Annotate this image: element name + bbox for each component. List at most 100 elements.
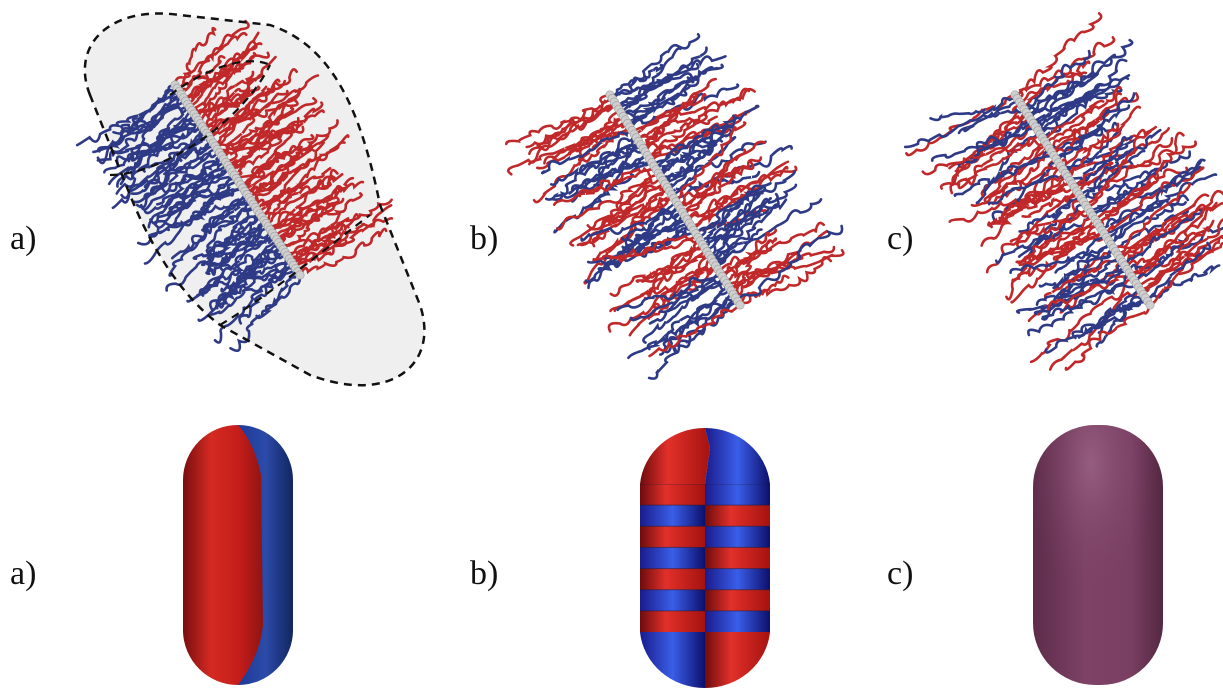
side-chain	[278, 195, 334, 246]
side-chain	[240, 134, 315, 189]
side-chain	[1144, 264, 1221, 301]
side-chain	[1003, 157, 1058, 215]
side-chain	[710, 183, 798, 261]
side-chain	[1059, 258, 1122, 295]
side-chain	[640, 115, 718, 148]
side-chain	[96, 103, 189, 165]
side-chain	[653, 126, 724, 170]
side-chain	[1043, 255, 1120, 300]
capsule-stripe	[640, 547, 705, 570]
side-chain	[903, 99, 1021, 149]
side-chain	[1015, 12, 1103, 100]
side-chain	[1097, 180, 1156, 228]
side-chain	[644, 87, 751, 155]
capsule-stripe	[640, 610, 705, 633]
side-chain	[1064, 125, 1157, 176]
side-chain	[970, 121, 1034, 160]
side-chain	[687, 160, 790, 225]
side-chain	[1044, 300, 1150, 354]
side-chain	[1018, 233, 1107, 266]
side-chain	[987, 169, 1066, 206]
side-chain	[1095, 131, 1185, 225]
side-chain	[143, 169, 233, 215]
side-chain	[264, 173, 344, 224]
side-chain	[505, 104, 619, 146]
side-chain	[1101, 158, 1206, 234]
side-chain	[215, 265, 296, 306]
side-chain	[251, 151, 300, 205]
side-chain	[641, 245, 706, 283]
side-chain	[249, 141, 314, 203]
side-chain	[262, 182, 306, 222]
capsule-stripe	[640, 505, 705, 527]
side-chain	[697, 182, 772, 240]
side-chain	[193, 51, 257, 117]
envelope-outline	[83, 12, 426, 387]
striped-bottlebrush-icon	[505, 33, 845, 380]
side-chain	[1121, 213, 1189, 266]
side-chain	[1058, 122, 1120, 167]
capsule-red-half	[183, 425, 263, 685]
side-chain	[219, 106, 295, 156]
side-chain	[736, 256, 833, 305]
side-chain	[953, 154, 1056, 197]
side-chain	[989, 160, 1060, 226]
side-chain	[642, 270, 721, 344]
side-chain	[620, 47, 682, 115]
side-chain	[1142, 218, 1223, 298]
side-chain	[1045, 86, 1122, 145]
side-chain	[1077, 291, 1144, 339]
mixed-chains	[903, 12, 1223, 371]
side-chain	[1021, 194, 1081, 219]
backbone-bead	[735, 300, 745, 310]
side-chain	[695, 170, 796, 237]
side-chain	[674, 121, 747, 203]
side-chain	[627, 300, 740, 360]
janus-capsule-icon	[183, 425, 293, 685]
side-chain	[673, 297, 738, 354]
capsule-top-red	[640, 427, 710, 484]
side-chain	[1017, 71, 1088, 104]
side-chain	[691, 165, 789, 231]
capsule-stripe	[705, 610, 770, 633]
side-chain	[1119, 189, 1223, 261]
side-chain	[716, 198, 823, 270]
capsule-stripe	[640, 568, 705, 591]
side-chain	[714, 198, 788, 267]
side-chain	[198, 232, 275, 294]
side-chain	[229, 273, 302, 353]
side-chain	[1009, 242, 1113, 275]
side-chain	[733, 262, 792, 298]
side-chain	[132, 147, 218, 204]
side-chain	[1148, 234, 1223, 307]
side-chain	[135, 163, 229, 209]
backbone	[605, 90, 745, 310]
side-chain	[1041, 85, 1123, 139]
side-chain	[131, 133, 209, 161]
capsule-stripe	[705, 547, 770, 570]
capsule-stripe	[640, 526, 705, 548]
side-chain	[1092, 160, 1169, 218]
side-chain	[1133, 201, 1218, 282]
side-chain	[175, 26, 217, 90]
side-chain	[231, 87, 302, 175]
side-chain	[1029, 58, 1113, 121]
side-chain	[543, 112, 623, 165]
side-chain	[929, 96, 1019, 122]
side-chain	[1123, 209, 1205, 267]
side-chain	[576, 188, 670, 247]
side-chain	[551, 133, 636, 201]
side-chain	[734, 274, 790, 303]
side-chain	[708, 192, 779, 258]
side-chain	[578, 147, 646, 172]
side-chain	[642, 92, 707, 152]
side-chain	[1023, 49, 1091, 112]
side-chain	[197, 70, 255, 123]
side-chain	[584, 151, 648, 213]
side-chain	[1080, 128, 1162, 200]
side-chain	[685, 165, 798, 222]
side-chain	[112, 86, 179, 135]
side-chain	[609, 242, 704, 297]
side-chain	[998, 178, 1072, 224]
capsule-bottom-red	[705, 632, 770, 688]
